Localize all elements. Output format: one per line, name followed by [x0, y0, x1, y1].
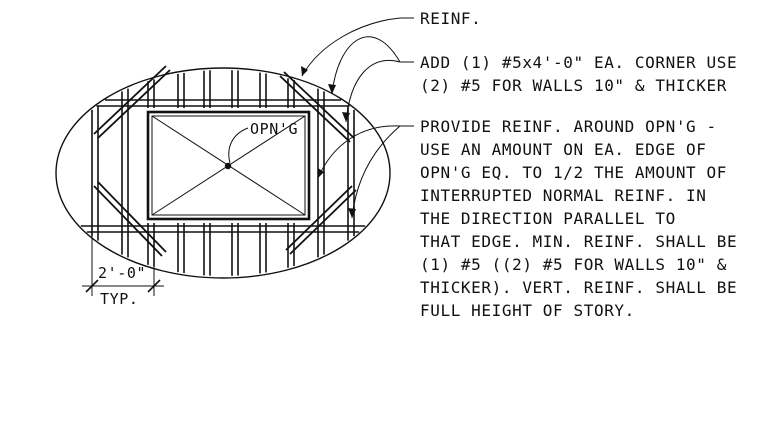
opening-label: OPN'G [250, 120, 298, 138]
note-line: THE DIRECTION PARALLEL TO [420, 209, 676, 228]
opening [146, 110, 311, 221]
note-corner-bars: ADD (1) #5x4'-0" EA. CORNER USE (2) #5 F… [420, 53, 747, 95]
corner-bar-top-left [93, 65, 171, 139]
note-line: OPN'G EQ. TO 1/2 THE AMOUNT OF [420, 163, 727, 182]
leader-corner-curve-2 [345, 60, 401, 123]
note-leaders [301, 17, 414, 219]
corner-bar-top-right [279, 71, 355, 143]
leader-corner-arrow-1 [328, 84, 336, 94]
leader-corner-arrow-2 [342, 112, 350, 122]
leader-provide-curve-2 [351, 125, 401, 219]
note-line: REINF. [420, 9, 481, 28]
note-line: THICKER). VERT. REINF. SHALL BE [420, 278, 737, 297]
note-line: PROVIDE REINF. AROUND OPN'G - [420, 117, 717, 136]
dimension-tick-right [147, 279, 161, 293]
corner-bar-bottom-right [285, 185, 357, 255]
leader-reinf-arrow [301, 66, 308, 76]
note-line: (2) #5 FOR WALLS 10" & THICKER [420, 76, 727, 95]
leader-provide-curve-1 [317, 125, 401, 179]
note-line: ADD (1) #5x4'-0" EA. CORNER USE [420, 53, 737, 72]
dimension-text: 2'-0" [98, 264, 146, 282]
leader-corner-curve-1 [331, 36, 401, 95]
leader-provide-arrow-2 [348, 208, 356, 218]
corner-bar-bottom-left [93, 181, 167, 257]
note-line: (1) #5 ((2) #5 FOR WALLS 10" & [420, 255, 727, 274]
opening-label-leader [228, 127, 249, 164]
note-line: FULL HEIGHT OF STORY. [420, 301, 635, 320]
note-opening-reinforcement: PROVIDE REINF. AROUND OPN'G - USE AN AMO… [420, 117, 747, 320]
note-line: THAT EDGE. MIN. REINF. SHALL BE [420, 232, 737, 251]
opening-outline [146, 110, 311, 221]
note-line: INTERRUPTED NORMAL REINF. IN [420, 186, 707, 205]
dimension: 2'-0" TYP. [82, 232, 164, 308]
corner-bars [93, 65, 357, 257]
dimension-note: TYP. [100, 290, 139, 308]
note-reinf: REINF. [420, 9, 481, 28]
dimension-tick-left [85, 279, 99, 293]
note-line: USE AN AMOUNT ON EA. EDGE OF [420, 140, 707, 159]
leader-provide-arrow-1 [318, 168, 324, 178]
leader-reinf-curve [301, 17, 401, 77]
opening-inner-edge [151, 115, 306, 216]
detail-ellipse [55, 67, 391, 279]
opening-center-dot [224, 162, 232, 170]
